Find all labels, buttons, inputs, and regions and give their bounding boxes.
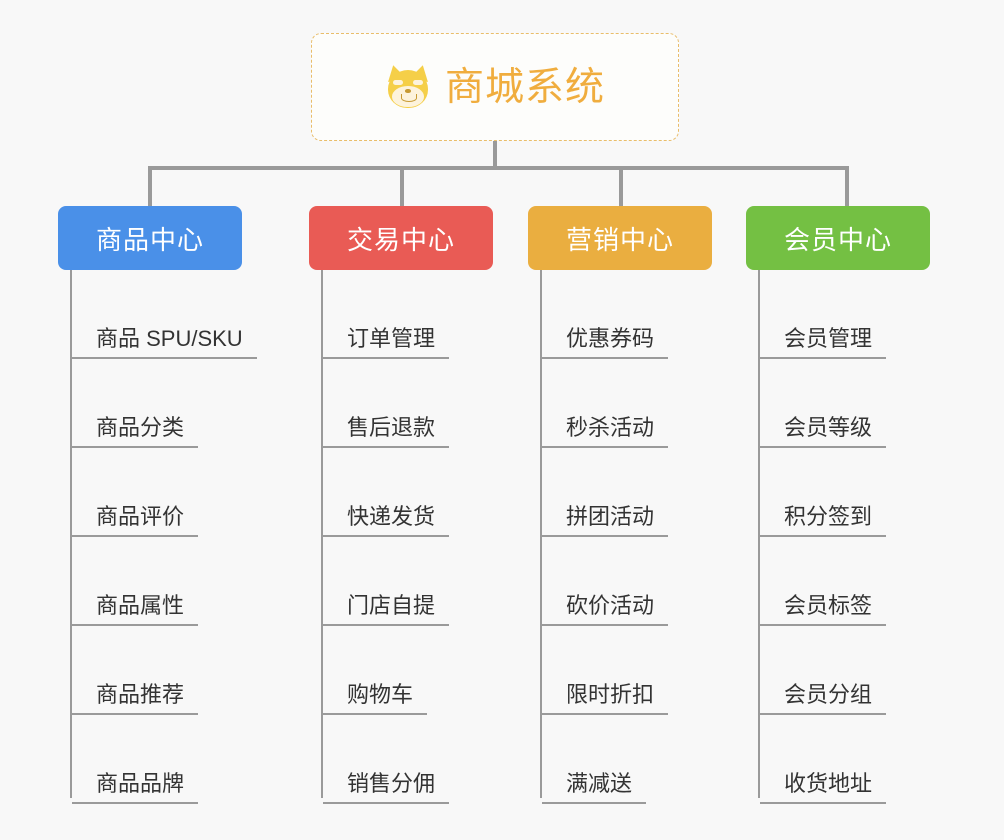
connector-drop-4 [845,166,849,206]
branch-product-center: 商品中心商品 SPU/SKU 商品分类商品评价商品属性商品推荐商品品牌 [58,206,257,804]
leaf-item[interactable]: 会员标签 [760,537,930,626]
connector-drop-2 [400,166,404,206]
leaf-item-label: 商品 SPU/SKU [72,326,257,359]
leaf-item[interactable]: 会员分组 [760,626,930,715]
leaf-item[interactable]: 收货地址 [760,715,930,804]
leaf-item-label: 砍价活动 [542,593,669,626]
branch-header-trade-center[interactable]: 交易中心 [309,206,493,270]
leaf-item-label: 商品推荐 [72,682,199,715]
connector-drop-3 [619,166,623,206]
leaf-item[interactable]: 商品属性 [72,537,242,626]
leaf-item-label: 售后退款 [323,415,450,448]
leaf-item[interactable]: 会员等级 [760,359,930,448]
leaf-item[interactable]: 限时折扣 [542,626,712,715]
leaf-item[interactable]: 商品分类 [72,359,242,448]
root-title: 商城系统 [444,65,605,109]
leaf-item-label: 会员标签 [760,593,887,626]
leaf-spine [758,270,760,798]
leaf-item-label: 满减送 [542,771,647,804]
leaf-item-label: 商品品牌 [72,771,199,804]
leaf-item-label: 商品评价 [72,504,199,537]
leaf-item[interactable]: 商品品牌 [72,715,242,804]
leaf-item[interactable]: 购物车 [323,626,493,715]
branch-header-label: 商品中心 [95,224,204,255]
branch-header-product-center[interactable]: 商品中心 [58,206,242,270]
leaf-item[interactable]: 订单管理 [323,270,493,359]
leaf-list-product-center: 商品 SPU/SKU 商品分类商品评价商品属性商品推荐商品品牌 [58,270,257,804]
leaf-item-label: 销售分佣 [323,771,450,804]
branch-header-label: 营销中心 [565,224,674,255]
leaf-item[interactable]: 售后退款 [323,359,493,448]
leaf-item-label: 购物车 [323,682,428,715]
leaf-list-trade-center: 订单管理售后退款快递发货门店自提购物车销售分佣 [309,270,493,804]
leaf-item[interactable]: 快递发货 [323,448,493,537]
leaf-item[interactable]: 砍价活动 [542,537,712,626]
leaf-item[interactable]: 商品 SPU/SKU [72,270,257,359]
leaf-item-label: 商品分类 [72,415,199,448]
leaf-item[interactable]: 销售分佣 [323,715,493,804]
leaf-item[interactable]: 积分签到 [760,448,930,537]
leaf-list-member-center: 会员管理会员等级积分签到会员标签会员分组收货地址 [746,270,930,804]
leaf-item[interactable]: 优惠券码 [542,270,712,359]
leaf-item-label: 订单管理 [323,326,450,359]
branch-header-member-center[interactable]: 会员中心 [746,206,930,270]
branch-header-label: 交易中心 [346,224,455,255]
leaf-spine [70,270,72,798]
branch-marketing-center: 营销中心优惠券码秒杀活动拼团活动砍价活动限时折扣满减送 [528,206,712,804]
leaf-item-label: 限时折扣 [542,682,669,715]
leaf-item-label: 优惠券码 [542,326,669,359]
leaf-item-label: 门店自提 [323,593,450,626]
leaf-item-label: 会员等级 [760,415,887,448]
leaf-item-label: 会员分组 [760,682,887,715]
branch-header-marketing-center[interactable]: 营销中心 [528,206,712,270]
leaf-item[interactable]: 会员管理 [760,270,930,359]
dog-face-icon [384,63,432,109]
leaf-item[interactable]: 秒杀活动 [542,359,712,448]
leaf-item-label: 拼团活动 [542,504,669,537]
root-node[interactable]: 商城系统 [311,33,679,141]
connector-drop-1 [148,166,152,206]
leaf-item-label: 商品属性 [72,593,199,626]
leaf-item[interactable]: 拼团活动 [542,448,712,537]
branch-header-label: 会员中心 [783,224,892,255]
leaf-item-label: 快递发货 [323,504,450,537]
connector-root-stem [493,141,497,169]
leaf-item[interactable]: 满减送 [542,715,712,804]
leaf-item-label: 会员管理 [760,326,887,359]
leaf-item-label: 收货地址 [760,771,887,804]
branch-trade-center: 交易中心订单管理售后退款快递发货门店自提购物车销售分佣 [309,206,493,804]
leaf-spine [540,270,542,798]
connector-horizontal-bus [148,166,848,170]
leaf-item[interactable]: 商品推荐 [72,626,242,715]
leaf-item-label: 秒杀活动 [542,415,669,448]
leaf-item[interactable]: 门店自提 [323,537,493,626]
branch-member-center: 会员中心会员管理会员等级积分签到会员标签会员分组收货地址 [746,206,930,804]
leaf-spine [321,270,323,798]
leaf-item-label: 积分签到 [760,504,887,537]
leaf-item[interactable]: 商品评价 [72,448,242,537]
leaf-list-marketing-center: 优惠券码秒杀活动拼团活动砍价活动限时折扣满减送 [528,270,712,804]
